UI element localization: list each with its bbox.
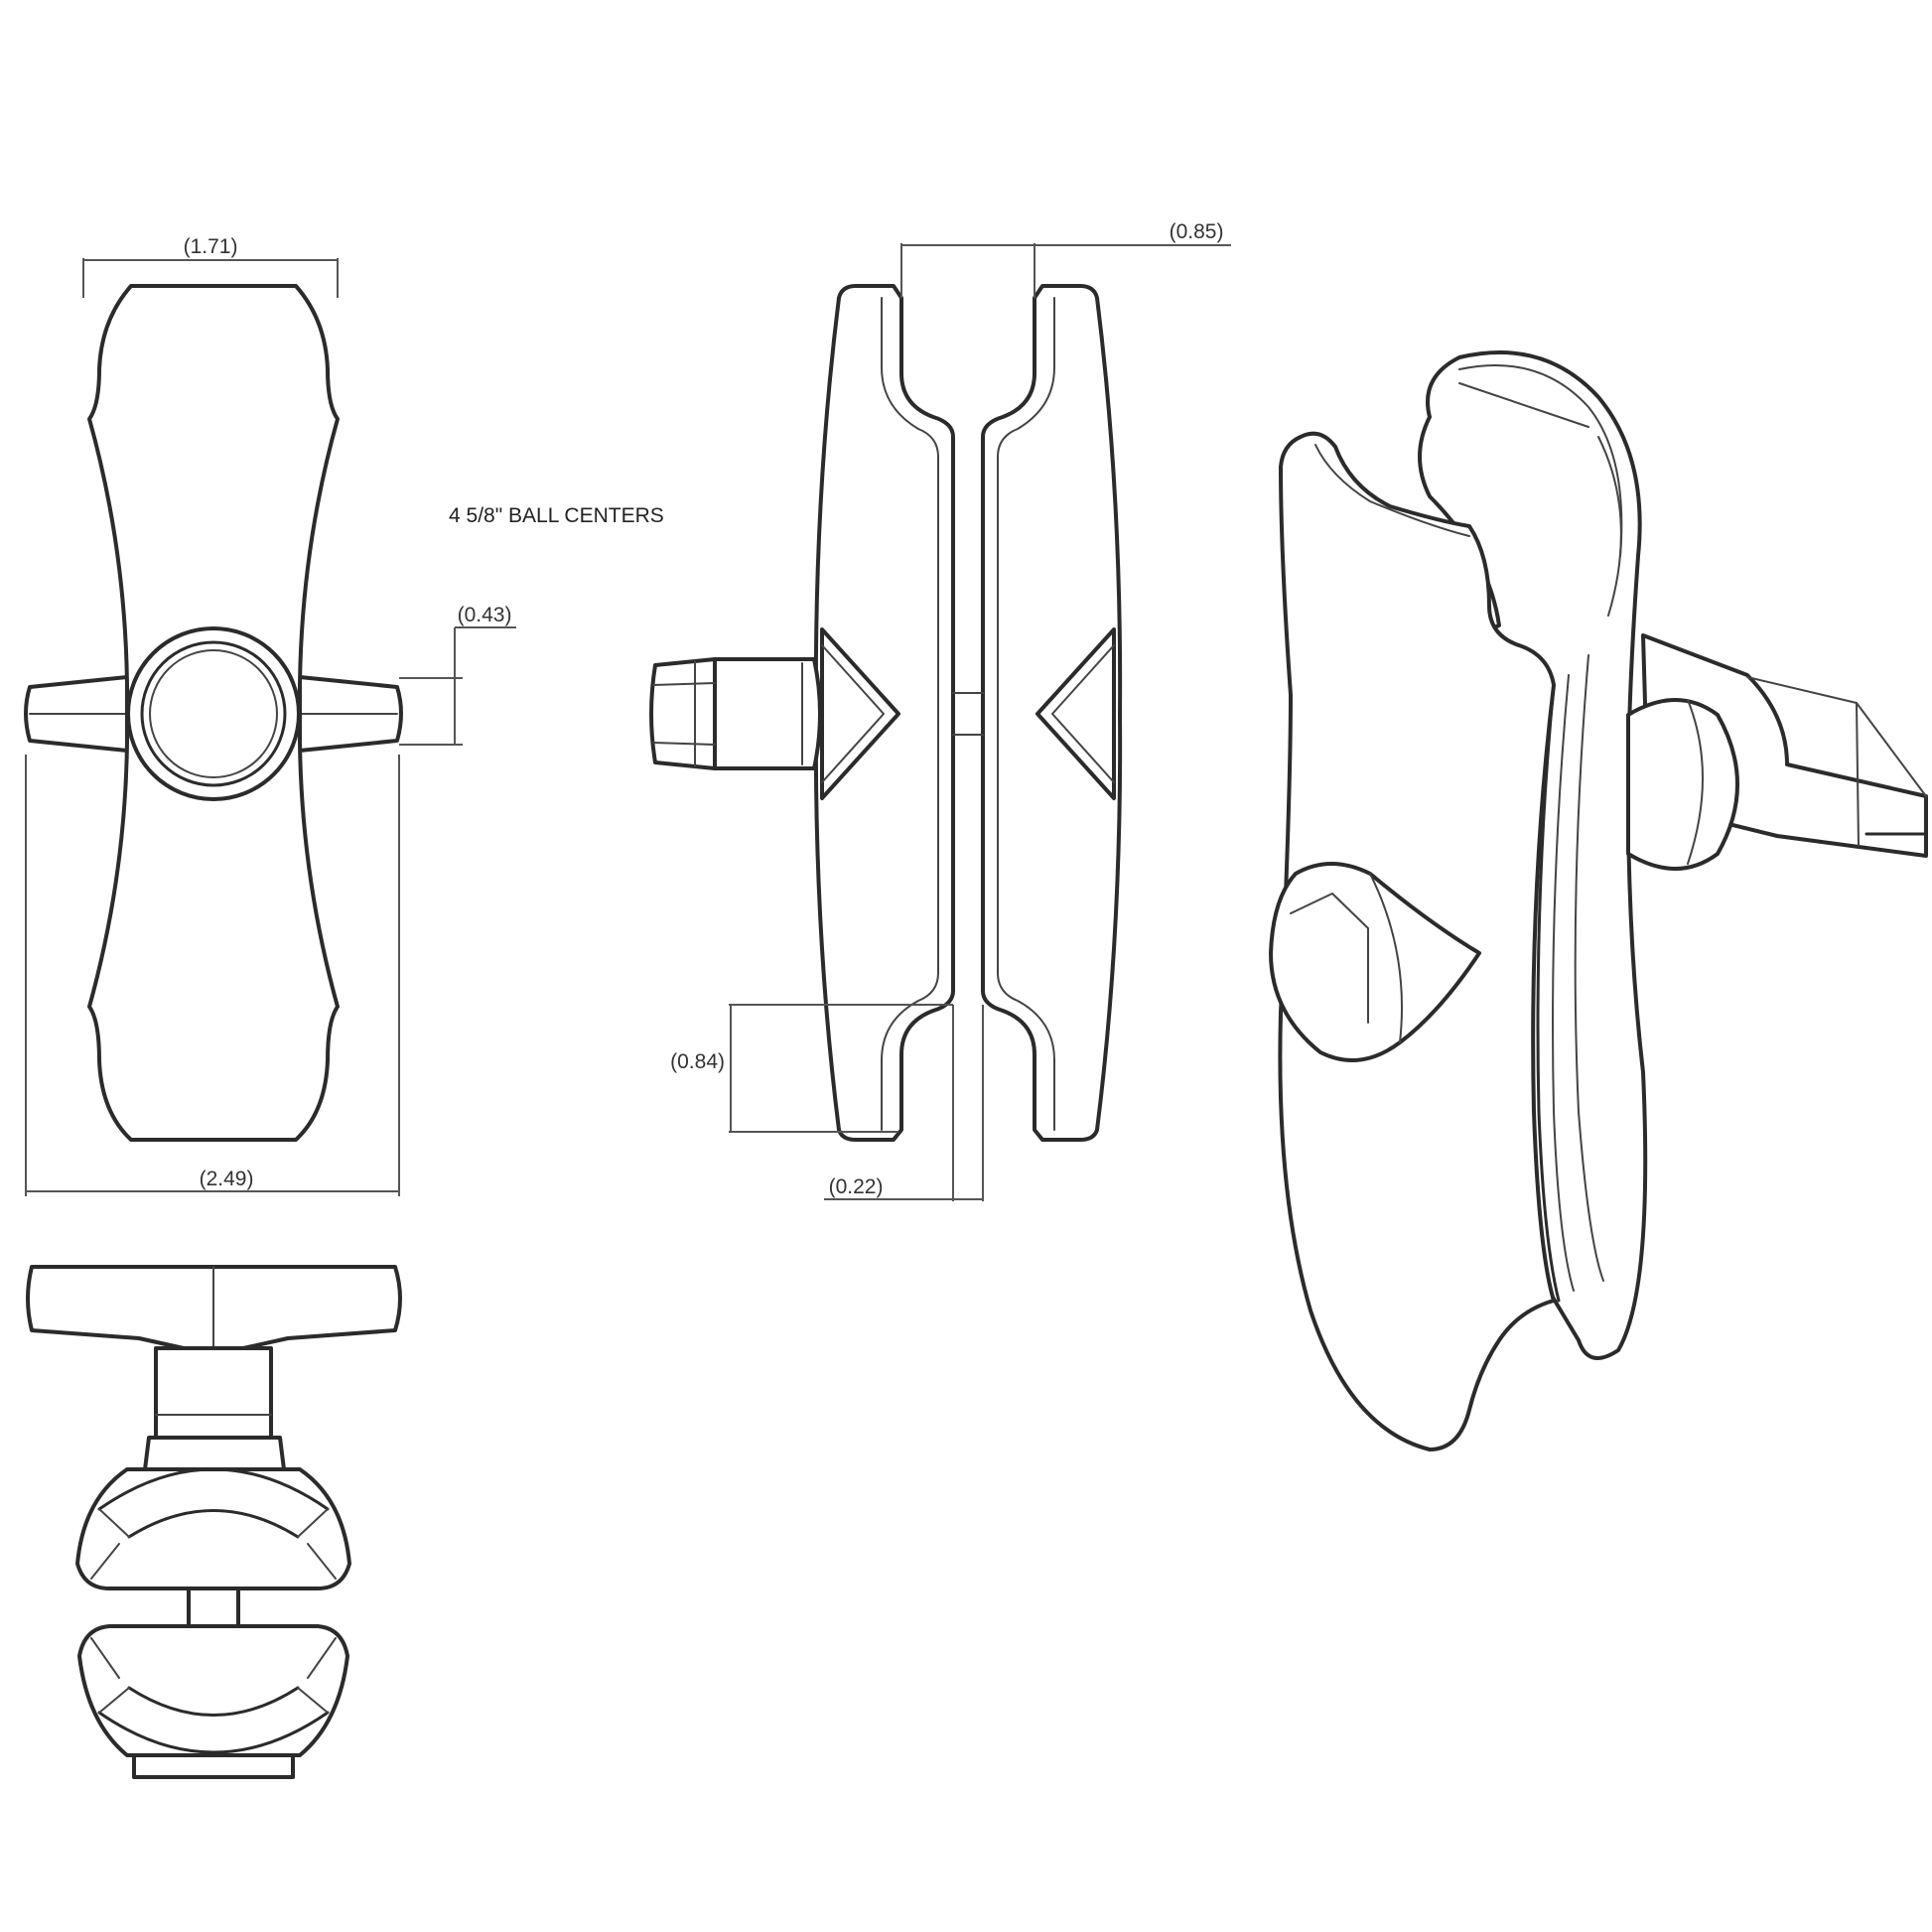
dim-center-gap: (0.22) [829,1175,884,1198]
dim-overall-width: (2.49) [200,1168,254,1190]
side-knob-right [1035,627,1116,800]
dim-socket-width: (0.85) [1170,220,1224,243]
side-t-handle [708,657,822,770]
front-view: (1.71) (2.49) (0.43) 4 5/8" BALL CENTERS [24,235,664,1196]
side-view: (0.85) (0.84) (0.22) [649,220,1231,1201]
bottom-view [26,1265,402,1779]
dim-width-top: (1.71) [184,235,238,258]
bottom-upper-jaw [75,1467,351,1590]
front-knob [126,626,301,801]
ball-centers-note: 4 5/8" BALL CENTERS [449,504,664,527]
dim-ball-length: (0.43) [458,604,512,626]
dim-socket-depth: (0.84) [670,1050,725,1073]
bottom-stem [154,1346,273,1440]
isometric-view [1269,350,1928,1451]
bottom-lower-jaw [77,1624,349,1757]
